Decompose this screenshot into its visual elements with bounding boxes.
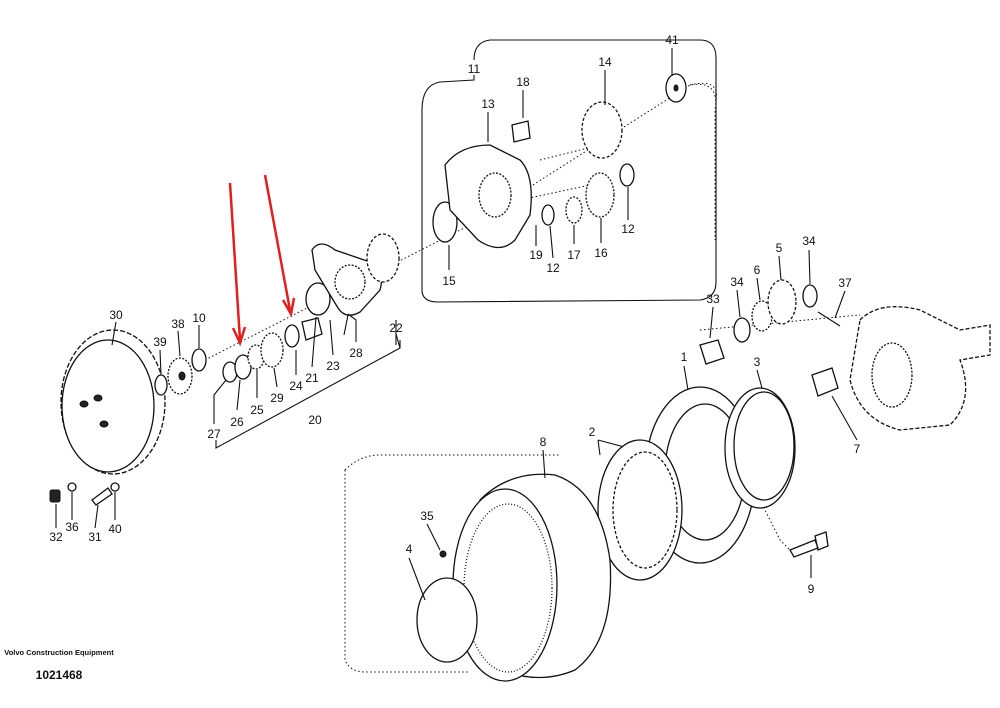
highlight-arrows	[228, 174, 296, 347]
red-arrow-head-26	[231, 326, 247, 347]
callout-38: 38	[171, 317, 185, 331]
callout-10: 10	[192, 311, 206, 325]
callout-15: 15	[442, 274, 456, 288]
part-9-bolt	[789, 531, 829, 558]
callout-3: 3	[754, 355, 761, 369]
callout-22: 22	[389, 321, 403, 335]
callout-23: 23	[326, 359, 340, 373]
callout-28: 28	[349, 346, 363, 360]
callout-14: 14	[598, 55, 612, 69]
callout-25: 25	[250, 403, 264, 417]
callout-37: 37	[838, 276, 852, 290]
callout-4: 4	[406, 542, 413, 556]
red-arrow-26	[228, 182, 242, 341]
part-8-ring-gear-housing	[452, 473, 612, 682]
parts-39-38-10	[154, 348, 207, 396]
callout-13: 13	[481, 97, 495, 111]
parts-20-group	[222, 282, 331, 383]
callout-41: 41	[665, 33, 679, 47]
parts-4-35	[416, 550, 478, 663]
callout-30: 30	[109, 308, 123, 322]
callout-6: 6	[754, 263, 761, 277]
callout-7: 7	[854, 442, 861, 456]
callout-36: 36	[65, 520, 79, 534]
callout-26: 26	[230, 415, 244, 429]
callout-17: 17	[567, 248, 581, 262]
callout-12b: 12	[621, 222, 635, 236]
drawing-number: 1021468	[35, 668, 83, 682]
red-arrow-head-24	[281, 297, 296, 318]
callout-11: 11	[468, 62, 481, 76]
callout-39: 39	[153, 335, 167, 349]
callout-labels: 41 11 14 18 13 15 19 12 17 16 12 30 38 1…	[49, 33, 860, 596]
callout-27: 27	[207, 427, 221, 441]
callout-21: 21	[305, 371, 319, 385]
callout-34b: 34	[730, 275, 744, 289]
callout-20: 20	[308, 413, 322, 427]
part-2-bearing	[597, 439, 683, 581]
part-30-end-cover	[60, 329, 166, 475]
brand-name: Volvo Construction Equipment	[4, 648, 114, 657]
callout-32: 32	[49, 530, 63, 544]
group-20-bracket	[215, 333, 401, 449]
callout-5: 5	[776, 241, 783, 255]
group-11-bracket	[421, 39, 717, 303]
parts-group-11-planet-carrier	[432, 73, 687, 249]
callout-29: 29	[270, 391, 284, 405]
callout-9: 9	[808, 582, 815, 596]
parts-right-hub	[699, 279, 991, 431]
parts-1-3-flange-seal	[644, 386, 796, 564]
callout-18: 18	[516, 75, 530, 89]
callout-24: 24	[289, 379, 303, 393]
callout-33: 33	[706, 292, 720, 306]
callout-1: 1	[681, 350, 688, 364]
parts-32-36-31-40-fasteners	[49, 482, 120, 506]
callout-2: 2	[589, 425, 596, 439]
callout-34: 34	[802, 234, 816, 248]
red-arrow-24	[263, 174, 292, 311]
callout-8: 8	[540, 435, 547, 449]
callout-35: 35	[420, 509, 434, 523]
callout-31: 31	[88, 530, 102, 544]
leader-lines	[55, 48, 858, 601]
callout-40: 40	[108, 522, 122, 536]
callout-12: 12	[546, 261, 560, 275]
callout-16: 16	[594, 246, 608, 260]
callout-19: 19	[529, 248, 543, 262]
parts-23-22-28-carrier	[311, 233, 400, 336]
